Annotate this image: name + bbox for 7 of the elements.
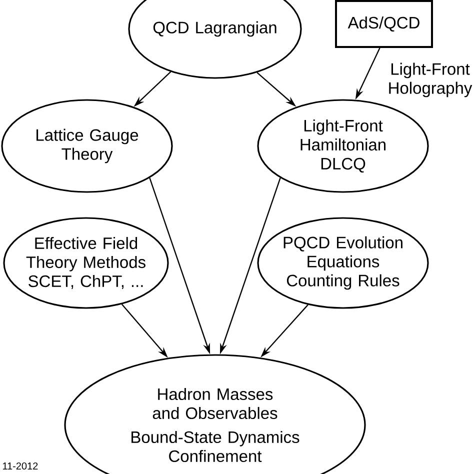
date-label: 11-2012 [2, 462, 38, 470]
ellipse-node: Lattice Gauge Theory [1, 99, 173, 193]
edge-label: Light-Front Holography [389, 62, 472, 98]
ellipse-node: Light-Front Hamiltonian DLCQ [257, 99, 429, 193]
ellipse-node: Effective Field Theory Methods SCET, ChPT, ... [3, 217, 169, 309]
ellipse-node: PQCD Evolution Equations Counting Rules [257, 217, 429, 309]
process-box: AdS/QCD [335, 0, 433, 48]
